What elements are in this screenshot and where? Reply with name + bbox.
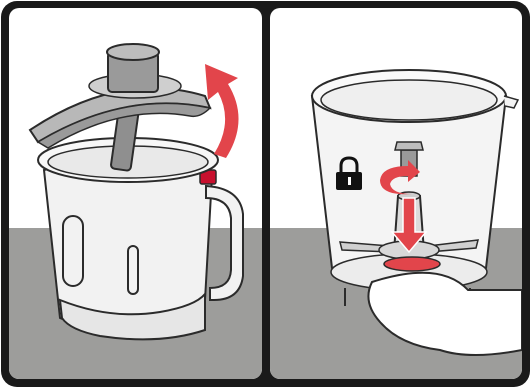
panel-right xyxy=(270,8,522,379)
panel-left xyxy=(9,8,262,379)
blade-red-ring xyxy=(384,257,440,271)
